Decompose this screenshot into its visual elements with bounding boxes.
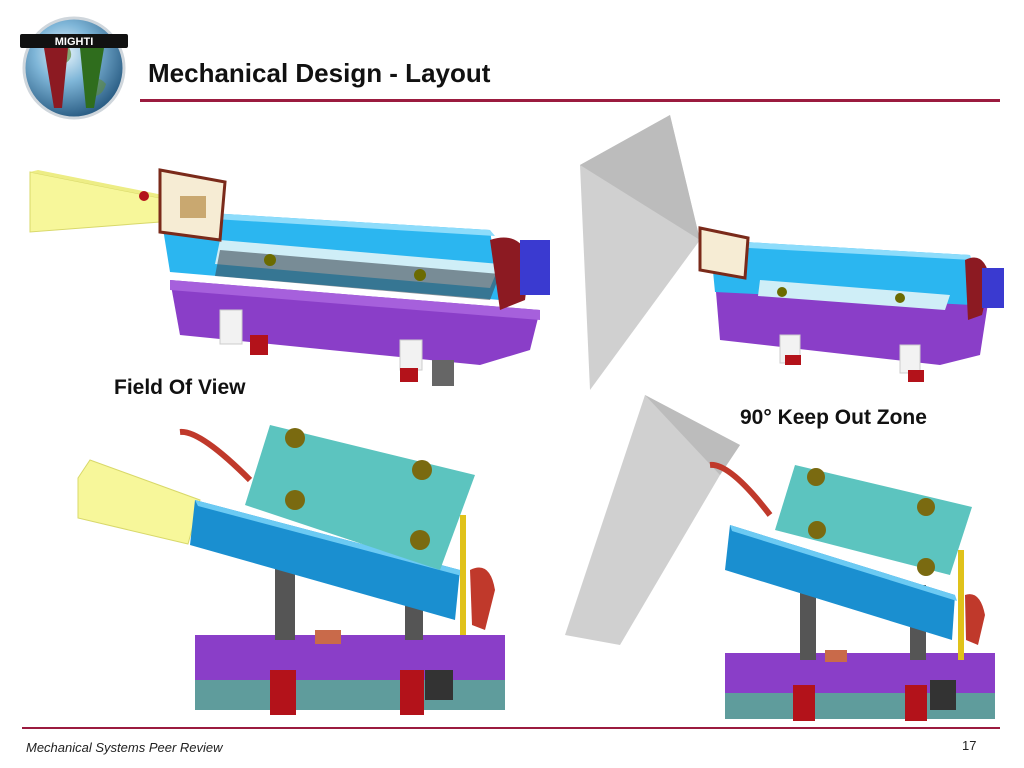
field-of-view-label: Field Of View xyxy=(114,376,246,399)
bottom-left-instrument-view xyxy=(70,420,510,720)
keep-out-zone-volume-side xyxy=(565,395,740,645)
footer-text: Mechanical Systems Peer Review xyxy=(26,740,223,755)
keep-out-zone-label: 90° Keep Out Zone xyxy=(740,406,927,429)
field-of-view-volume xyxy=(29,171,161,233)
field-of-view-volume-side xyxy=(77,459,201,545)
mighti-logo: MIGHTI xyxy=(16,12,132,120)
page-title: Mechanical Design - Layout xyxy=(148,58,491,88)
top-right-instrument-view xyxy=(570,110,1010,400)
footer-divider xyxy=(22,727,1000,729)
bottom-right-instrument-view xyxy=(560,395,1000,725)
title-divider xyxy=(140,99,1000,102)
page-number: 17 xyxy=(962,738,977,753)
top-left-instrument-view xyxy=(20,160,560,390)
logo-text: MIGHTI xyxy=(55,36,94,48)
